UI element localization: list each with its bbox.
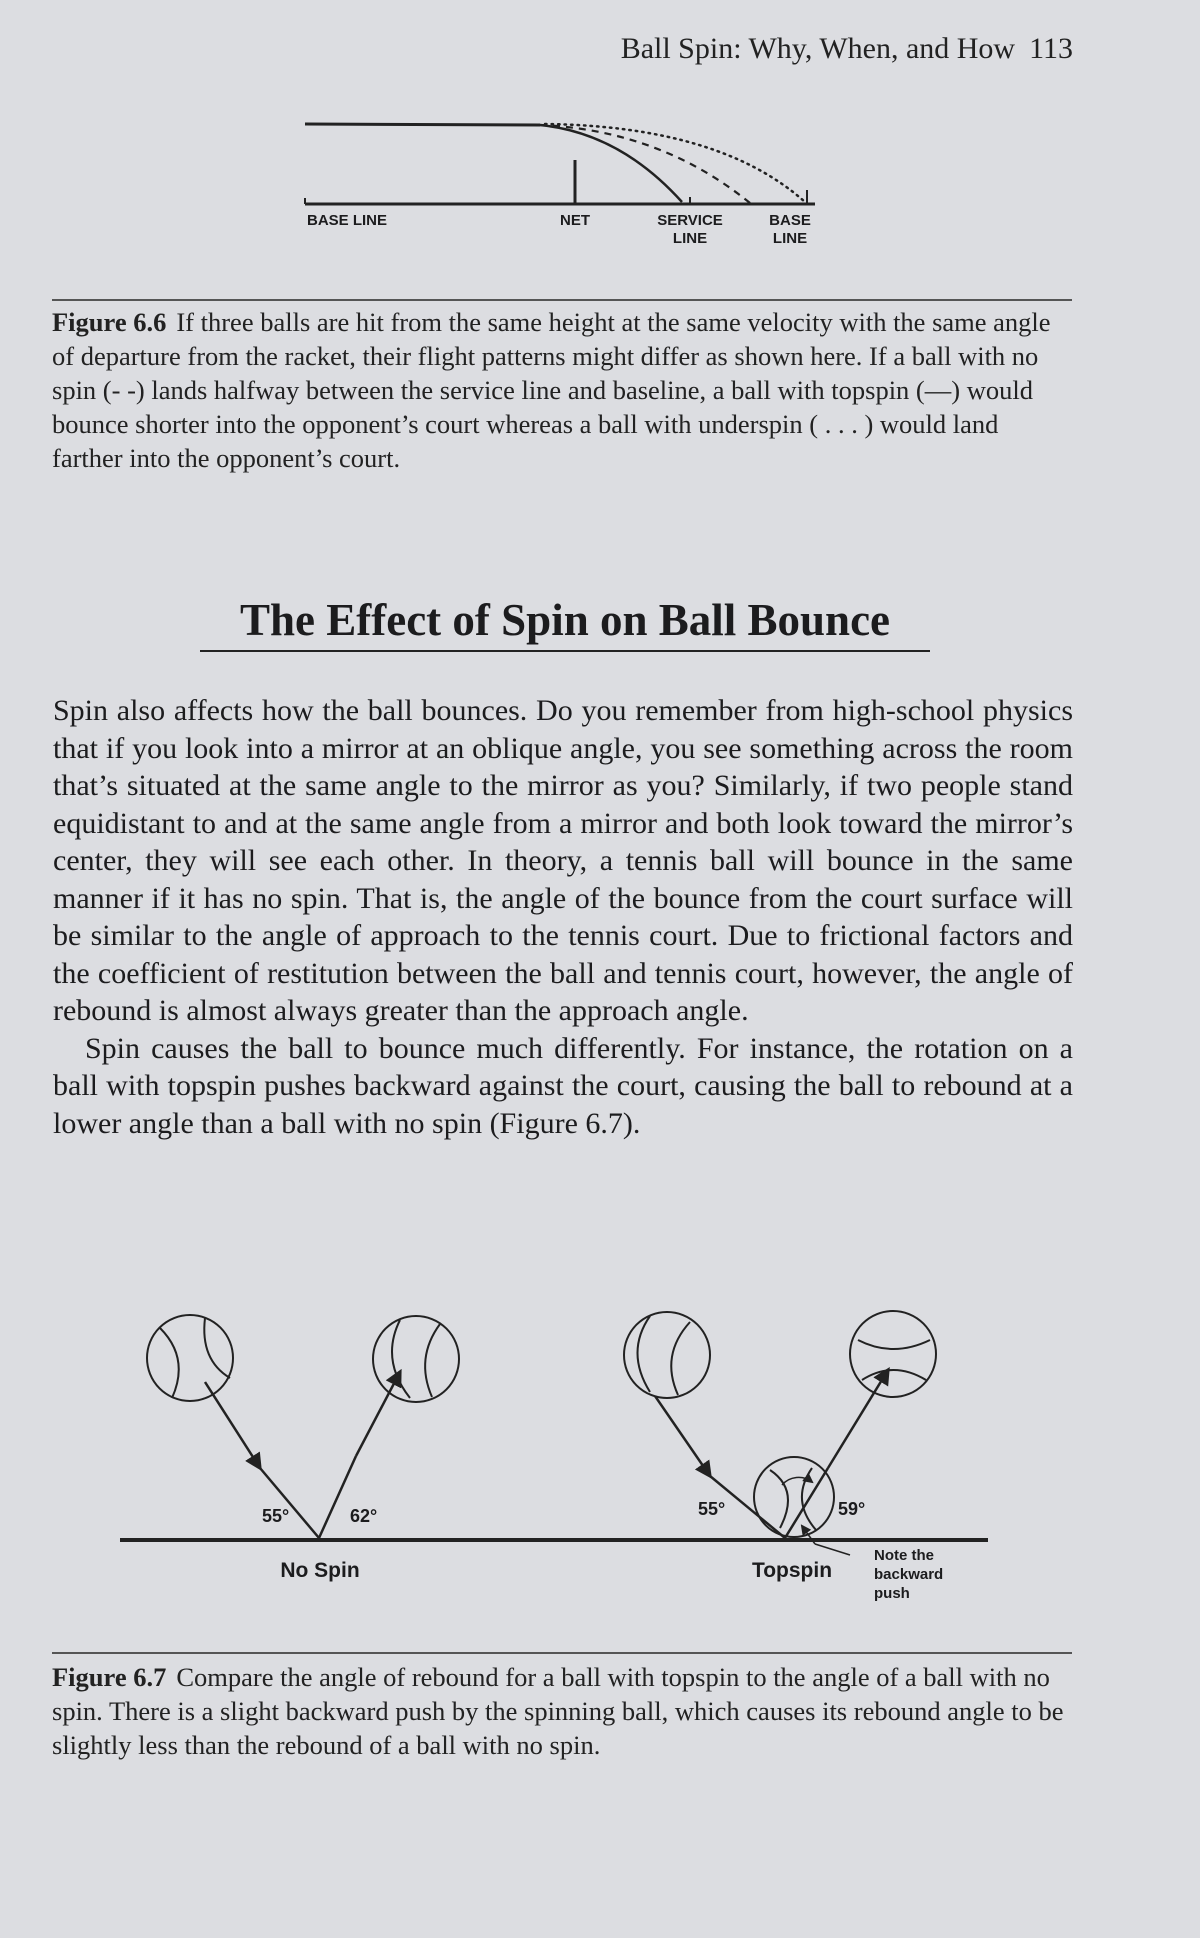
- note-line-3: push: [874, 1585, 910, 1602]
- label-net: NET: [560, 212, 590, 229]
- running-header: Ball Spin: Why, When, and How 113: [621, 32, 1073, 66]
- topspin-bounce-ball: [753, 1456, 835, 1538]
- caption-rule-6-6: [52, 299, 1072, 301]
- label-service-line-2: LINE: [673, 230, 707, 247]
- topspin-rebound-angle: 59°: [838, 1499, 865, 1519]
- topspin-approach-arrow: [653, 1395, 712, 1479]
- no-spin-trajectory: [539, 123, 751, 204]
- topspin-approach-line: [709, 1475, 786, 1539]
- paragraph-1: Spin also affects how the ball bounces. …: [53, 694, 1073, 1027]
- initial-flight-path: [304, 122, 541, 127]
- no-spin-rebound-arrow: [354, 1368, 402, 1457]
- topspin-rebound-ball: [849, 1310, 937, 1398]
- topspin-approach-angle: 55°: [698, 1499, 725, 1519]
- backward-push-arrow: [800, 1524, 816, 1545]
- no-spin-approach-angle: 55°: [262, 1506, 289, 1526]
- topspin-approach-ball: [623, 1311, 711, 1399]
- label-base-line-right-2: LINE: [773, 230, 807, 247]
- figure-6-7-caption-text: Compare the angle of rebound for a ball …: [52, 1662, 1064, 1760]
- paragraph-2: Spin causes the ball to bounce much diff…: [53, 1031, 1073, 1140]
- figure-6-6-trajectory-diagram: BASE LINE NET SERVICE LINE BASE LINE: [304, 122, 815, 247]
- caption-rule-6-7: [52, 1652, 1072, 1654]
- no-spin-approach-line: [259, 1467, 320, 1539]
- topspin-label: Topspin: [752, 1559, 832, 1582]
- topspin-rebound-line: [783, 1467, 830, 1539]
- no-spin-rebound-angle: 62°: [350, 1506, 377, 1526]
- note-line-1: Note the: [874, 1547, 934, 1564]
- body-text: Spin also affects how the ball bounces. …: [53, 692, 1073, 1142]
- no-spin-rebound-line: [317, 1455, 358, 1539]
- no-spin-approach-ball: [146, 1314, 234, 1402]
- running-title: Ball Spin: Why, When, and How: [620, 32, 1016, 65]
- section-heading: The Effect of Spin on Ball Bounce: [200, 592, 930, 652]
- no-spin-label: No Spin: [280, 1559, 359, 1582]
- topspin-trajectory: [539, 123, 683, 203]
- no-spin-rebound-ball: [372, 1315, 460, 1403]
- label-base-line-left: BASE LINE: [307, 212, 387, 229]
- no-spin-approach-arrow: [203, 1381, 262, 1471]
- figure-6-6-label: Figure 6.6: [52, 307, 167, 337]
- topspin-rebound-arrow: [826, 1367, 890, 1469]
- label-base-line-right-1: BASE: [769, 212, 811, 229]
- figure-6-7-bounce-diagram: 55° 62° No Spin 55° 59° Tops: [120, 1310, 988, 1602]
- figure-6-7-label: Figure 6.7: [52, 1662, 167, 1692]
- backward-push-pointer: [814, 1543, 851, 1556]
- note-line-2: backward: [874, 1566, 943, 1583]
- label-service-line-1: SERVICE: [657, 212, 723, 229]
- underspin-trajectory: [543, 122, 807, 204]
- page-number: 113: [1029, 32, 1073, 65]
- figure-6-6-caption-text: If three balls are hit from the same hei…: [52, 307, 1051, 473]
